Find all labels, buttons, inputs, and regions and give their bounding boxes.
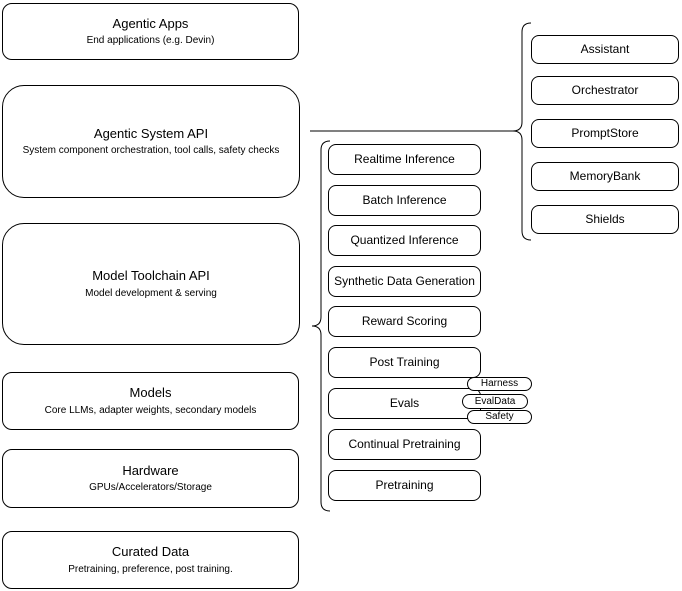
node-label: PromptStore bbox=[571, 125, 639, 140]
node-label: Realtime Inference bbox=[354, 151, 455, 166]
node-synthetic-data-generation: Synthetic Data Generation bbox=[328, 266, 481, 297]
node-subtitle: Model development & serving bbox=[85, 287, 217, 299]
node-memorybank: MemoryBank bbox=[531, 162, 679, 191]
node-label: Continual Pretraining bbox=[348, 436, 461, 451]
node-label: Pretraining bbox=[375, 477, 434, 492]
node-models: Models Core LLMs, adapter weights, secon… bbox=[2, 372, 299, 430]
node-assistant: Assistant bbox=[531, 35, 679, 64]
right-curly-brace bbox=[512, 22, 532, 241]
tag-harness: Harness bbox=[467, 377, 532, 391]
node-quantized-inference: Quantized Inference bbox=[328, 225, 481, 256]
node-evals: Evals bbox=[328, 388, 481, 419]
node-label: Synthetic Data Generation bbox=[334, 273, 475, 288]
node-promptstore: PromptStore bbox=[531, 119, 679, 148]
node-shields: Shields bbox=[531, 205, 679, 234]
node-subtitle: Core LLMs, adapter weights, secondary mo… bbox=[44, 404, 257, 416]
node-label: Quantized Inference bbox=[350, 232, 459, 247]
node-continual-pretraining: Continual Pretraining bbox=[328, 429, 481, 460]
node-subtitle: End applications (e.g. Devin) bbox=[86, 35, 215, 47]
node-label: Reward Scoring bbox=[361, 313, 448, 328]
node-orchestrator: Orchestrator bbox=[531, 76, 679, 105]
node-label: Assistant bbox=[580, 41, 630, 56]
node-title: Agentic System API bbox=[93, 125, 209, 141]
tag-label: Harness bbox=[480, 378, 519, 389]
middle-curly-brace bbox=[311, 140, 331, 512]
node-label: Orchestrator bbox=[571, 82, 639, 97]
node-batch-inference: Batch Inference bbox=[328, 185, 481, 216]
node-realtime-inference: Realtime Inference bbox=[328, 144, 481, 175]
node-title: Curated Data bbox=[111, 544, 190, 560]
node-label: Evals bbox=[389, 395, 420, 410]
node-label: Batch Inference bbox=[362, 192, 447, 207]
node-curated-data: Curated Data Pretraining, preference, po… bbox=[2, 531, 299, 589]
node-subtitle: System component orchestration, tool cal… bbox=[22, 145, 280, 157]
tag-label: Safety bbox=[485, 411, 514, 422]
tag-safety: Safety bbox=[467, 410, 532, 424]
node-title: Hardware bbox=[122, 462, 179, 478]
node-subtitle: GPUs/Accelerators/Storage bbox=[89, 482, 212, 494]
node-model-toolchain-api: Model Toolchain API Model development & … bbox=[2, 223, 300, 345]
node-subtitle: Pretraining, preference, post training. bbox=[68, 563, 233, 575]
node-title: Model Toolchain API bbox=[92, 268, 210, 284]
node-pretraining: Pretraining bbox=[328, 470, 481, 501]
node-title: Agentic Apps bbox=[112, 15, 189, 31]
node-label: MemoryBank bbox=[569, 168, 641, 183]
node-label: Post Training bbox=[369, 354, 440, 369]
tag-label: EvalData bbox=[474, 395, 516, 407]
node-label: Shields bbox=[585, 211, 625, 226]
tag-evaldata: EvalData bbox=[462, 394, 528, 409]
node-post-training: Post Training bbox=[328, 347, 481, 378]
node-agentic-apps: Agentic Apps End applications (e.g. Devi… bbox=[2, 3, 299, 60]
node-title: Models bbox=[129, 385, 172, 401]
node-reward-scoring: Reward Scoring bbox=[328, 306, 481, 337]
node-agentic-system-api: Agentic System API System component orch… bbox=[2, 85, 300, 198]
node-hardware: Hardware GPUs/Accelerators/Storage bbox=[2, 449, 299, 508]
